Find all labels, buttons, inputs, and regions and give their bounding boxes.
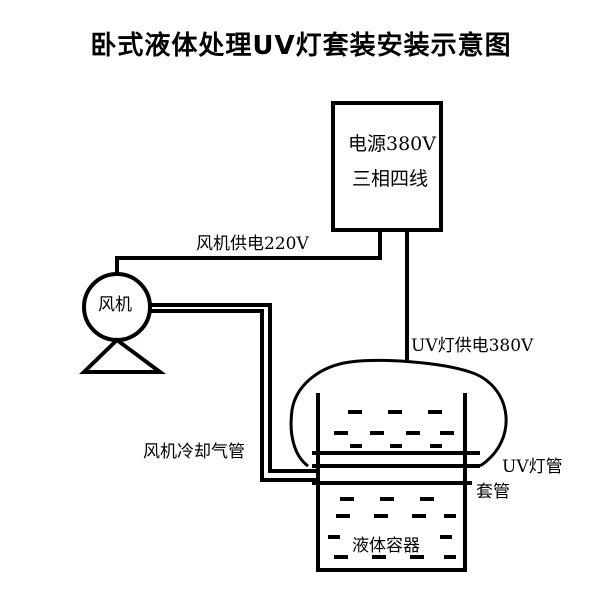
sleeve-label: 套管 (476, 482, 510, 502)
uv-lamp-label: UV灯管 (502, 457, 563, 477)
fan-power-wire (115, 230, 382, 275)
power-supply-label: 电源380V (348, 133, 436, 155)
uv-power-label: UV灯供电380V (411, 336, 534, 356)
power-supply-box (331, 101, 443, 232)
liquid-dashes (328, 410, 456, 559)
power-phase-label: 三相四线 (352, 168, 429, 190)
liquid-container-label: 液体容器 (352, 536, 420, 556)
diagram-title: 卧式液体处理UV灯套装安装示意图 (90, 31, 512, 61)
uv-cable-loop (289, 358, 508, 468)
fan-base-triangle (79, 337, 167, 374)
fan-cooling-pipe-label: 风机冷却气管 (143, 442, 245, 462)
fan-label: 风机 (98, 295, 132, 315)
fan-power-label: 风机供电220V (196, 234, 309, 254)
